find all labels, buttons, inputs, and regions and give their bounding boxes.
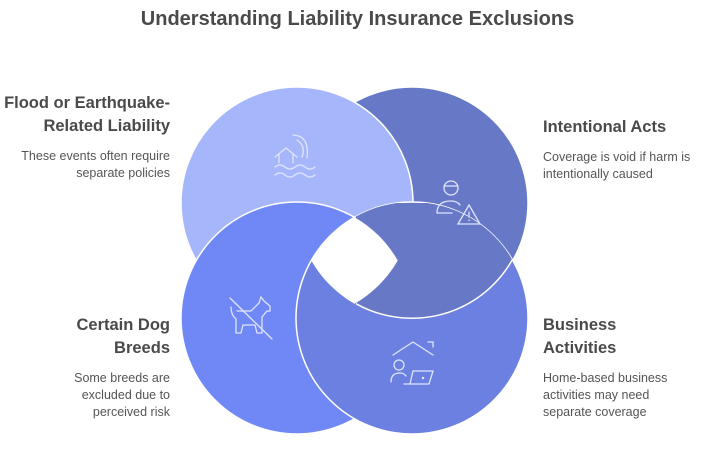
no-dog-icon bbox=[229, 295, 273, 340]
item-desc: Home-based business activities may need … bbox=[543, 371, 668, 419]
person-warning-icon bbox=[436, 180, 482, 225]
item-heading: Flood or Earthquake-Related Liability bbox=[4, 94, 170, 135]
item-heading: Intentional Acts bbox=[543, 118, 667, 136]
item-desc: These events often require separate poli… bbox=[21, 149, 170, 180]
item-heading: Business Activities bbox=[543, 316, 617, 357]
item-business: Business Activities Home-based business … bbox=[543, 314, 713, 421]
home-office-icon bbox=[390, 341, 434, 385]
diagram-title: Understanding Liability Insurance Exclus… bbox=[140, 8, 575, 30]
item-dog: Certain Dog Breeds Some breeds are exclu… bbox=[0, 314, 170, 421]
item-flood: Flood or Earthquake-Related Liability Th… bbox=[0, 92, 170, 182]
item-desc: Coverage is void if harm is intentionall… bbox=[543, 150, 691, 181]
item-intentional: Intentional Acts Coverage is void if har… bbox=[543, 116, 713, 183]
item-heading: Certain Dog Breeds bbox=[76, 316, 170, 357]
item-desc: Some breeds are excluded due to perceive… bbox=[74, 371, 170, 419]
house-flood-icon bbox=[274, 134, 316, 178]
